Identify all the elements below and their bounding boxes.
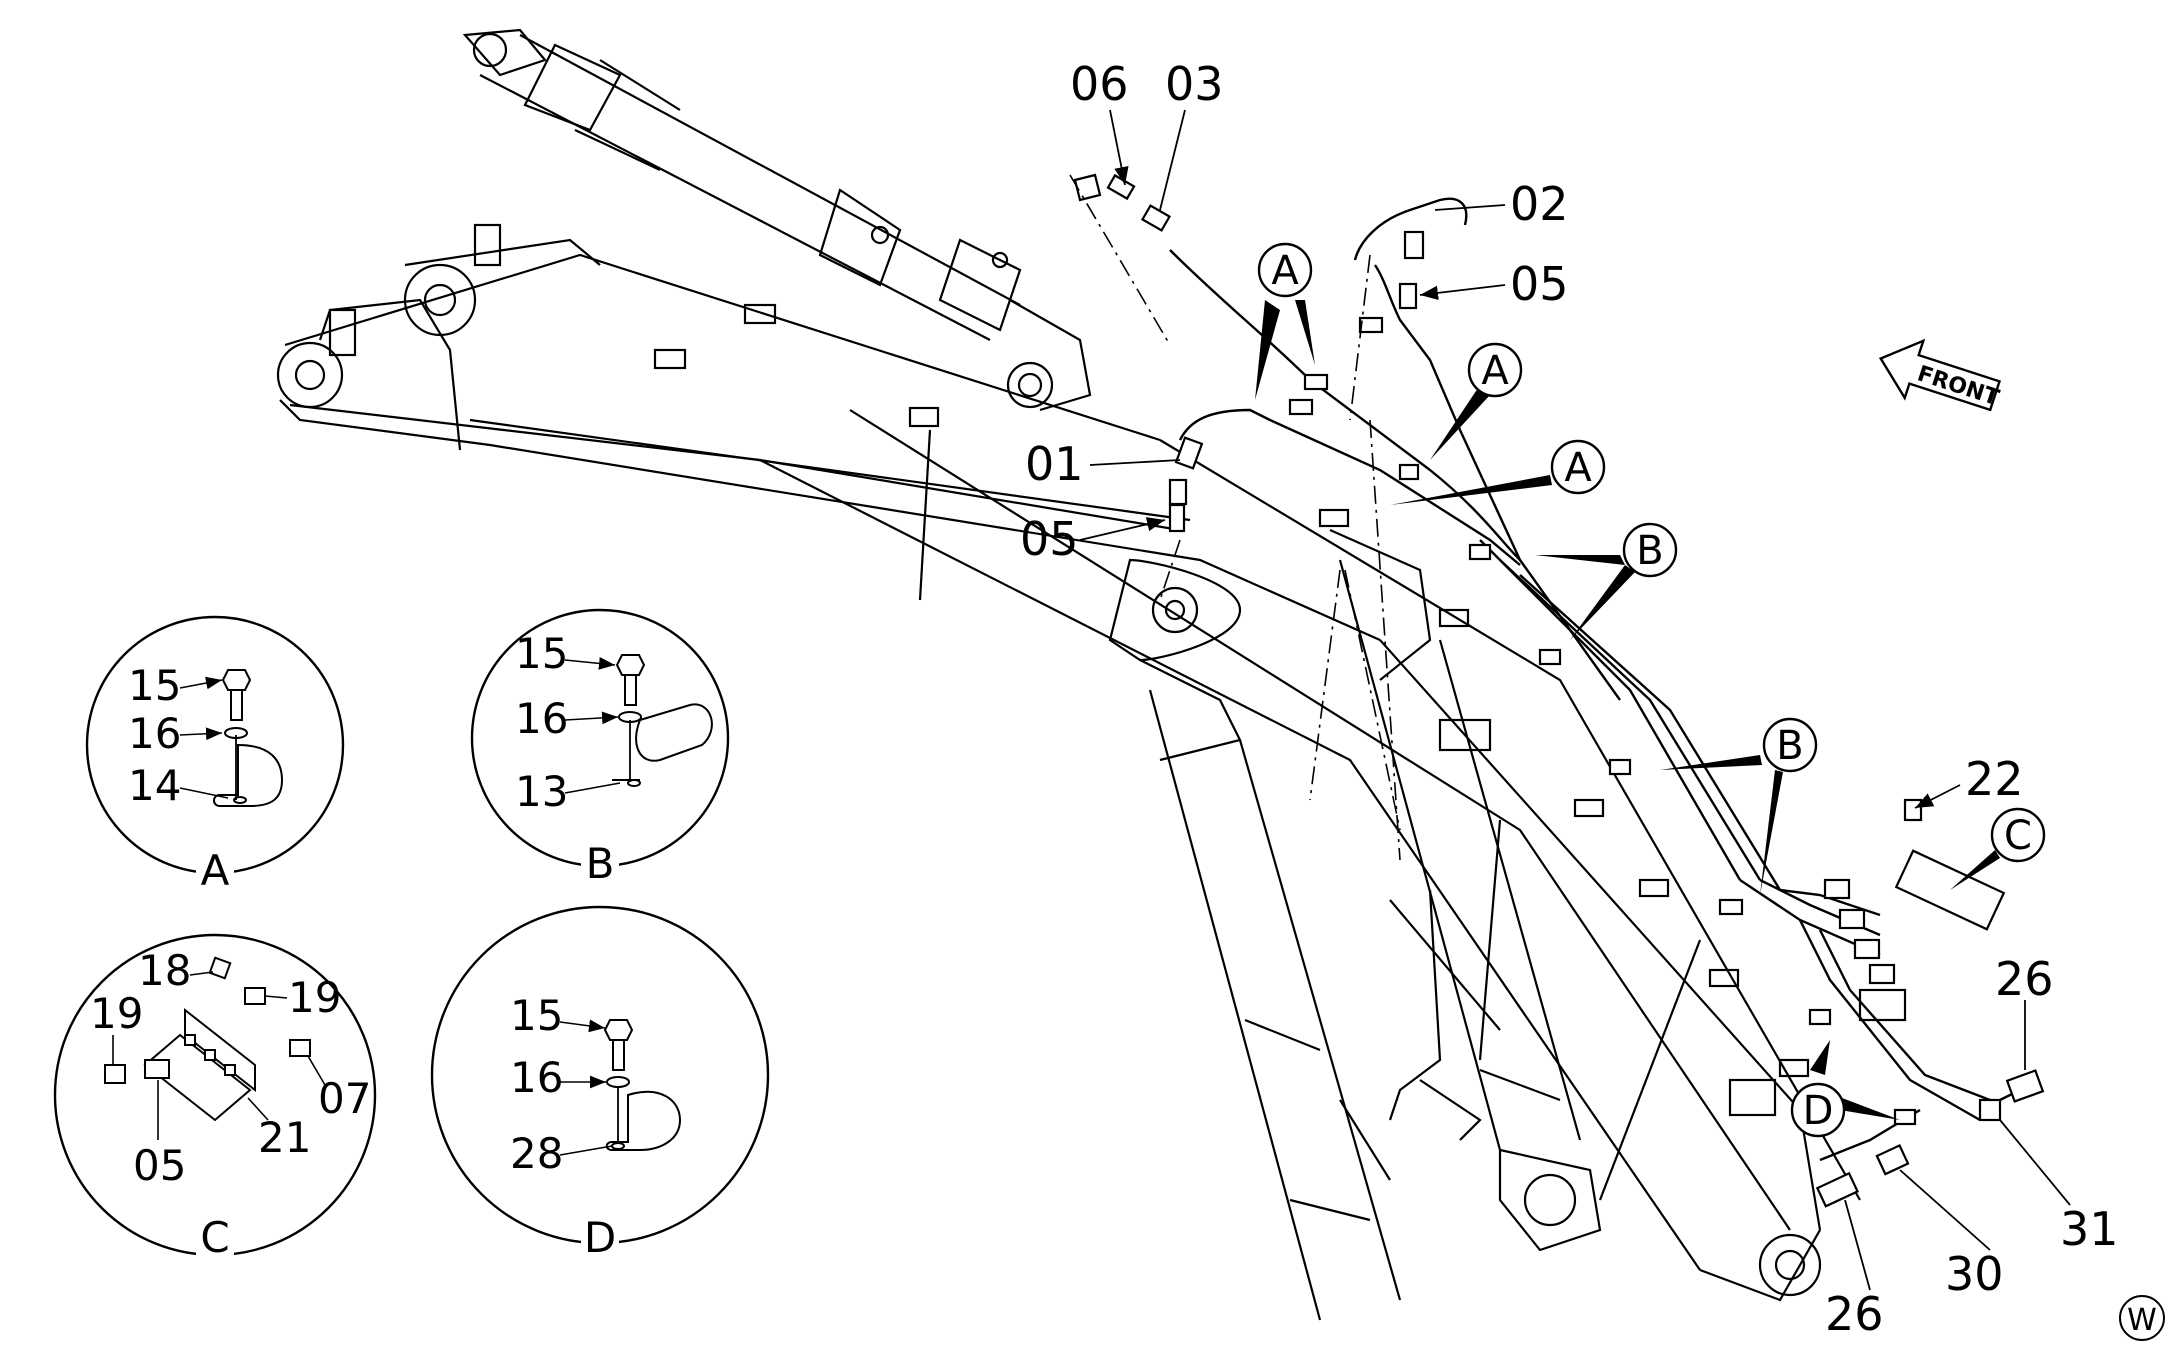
boom-body [276, 223, 1907, 1302]
callout-A-1: A [1255, 242, 1315, 400]
center-lines [1069, 174, 1401, 861]
callout-B-1-text: B [1636, 528, 1663, 574]
detail-C-19-left: 19 [90, 989, 143, 1038]
label-05-top: 05 [1510, 257, 1569, 311]
boom-cylinder [462, 28, 1092, 412]
detail-A: 15 16 14 A [85, 615, 345, 895]
detail-A-16: 16 [128, 709, 181, 758]
detail-A-14: 14 [128, 761, 181, 810]
detail-B-15: 15 [515, 629, 568, 678]
callout-C-text: C [2004, 813, 2032, 859]
callout-A-2-text: A [1481, 348, 1509, 394]
machine-line-art [276, 28, 1907, 1321]
bucket-cylinder [1329, 528, 1602, 1252]
detail-C-21: 21 [258, 1113, 311, 1162]
detail-B: 15 16 13 B [470, 608, 730, 888]
corner-mark-text: W [2127, 1303, 2157, 1338]
detail-C-title: C [200, 1213, 229, 1262]
callout-B-1: B [1535, 522, 1678, 640]
callout-B-2: B [1660, 717, 1818, 895]
detail-B-13: 13 [515, 767, 568, 816]
detail-C-19-right: 19 [288, 973, 341, 1022]
detail-B-16: 16 [515, 694, 568, 743]
callout-A-3-text: A [1564, 445, 1592, 491]
callout-A-1-text: A [1271, 248, 1299, 294]
detail-A-15: 15 [128, 661, 181, 710]
label-30: 30 [1945, 1247, 2004, 1301]
detail-C-05: 05 [133, 1141, 186, 1190]
label-06: 06 [1070, 57, 1129, 111]
label-02: 02 [1510, 177, 1569, 231]
detail-C: 18 19 19 07 05 21 C [53, 933, 377, 1262]
label-01: 01 [1025, 437, 1084, 491]
label-05-mid: 05 [1020, 512, 1079, 566]
callout-C: C [1950, 807, 2046, 890]
detail-D-16: 16 [510, 1053, 563, 1102]
callout-D: D [1790, 1040, 1900, 1138]
detail-C-18: 18 [138, 946, 191, 995]
front-arrow: FRONT [1878, 338, 2002, 412]
fittings [1073, 173, 2045, 1208]
detail-A-title: A [201, 846, 230, 895]
detail-B-title: B [586, 839, 615, 888]
label-22: 22 [1965, 752, 2024, 806]
detail-D-title: D [584, 1213, 616, 1262]
detail-D-28: 28 [510, 1129, 563, 1178]
arm-cylinder [1108, 558, 1402, 1321]
callout-B-2-text: B [1776, 723, 1803, 769]
detail-D-15: 15 [510, 991, 563, 1040]
corner-mark: W [2119, 1295, 2165, 1341]
detail-D: 15 16 28 D [430, 905, 770, 1262]
callout-D-text: D [1803, 1088, 1834, 1134]
callout-A-3: A [1390, 439, 1606, 505]
label-26-bottom: 26 [1825, 1287, 1884, 1341]
callout-markers: A A A B B C [1255, 242, 2046, 1138]
detail-C-07: 07 [318, 1074, 371, 1123]
leader-lines [1079, 109, 2071, 1291]
hoses [1169, 197, 2021, 1162]
label-03: 03 [1165, 57, 1224, 111]
part-labels: 06 03 02 05 01 05 22 26 31 30 26 [1020, 57, 2119, 1341]
label-31: 31 [2060, 1202, 2119, 1256]
label-26-right: 26 [1995, 952, 2054, 1006]
callout-A-2: A [1430, 342, 1523, 460]
